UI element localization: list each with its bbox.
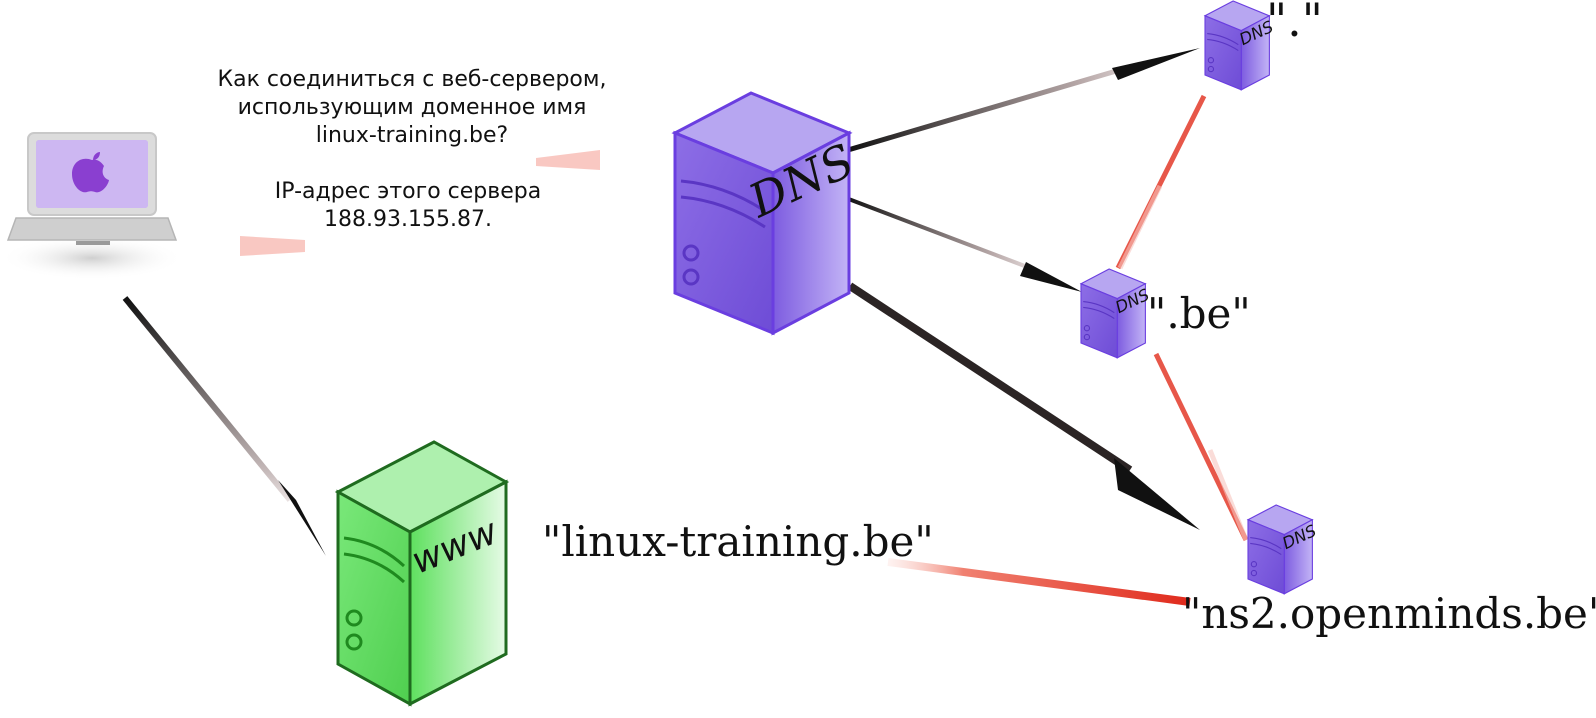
be-zone-label: ".be" xyxy=(1147,289,1251,338)
arrow-dns-to-ns2 xyxy=(847,282,1200,530)
query-line-1: Как соединиться с веб-сервером, xyxy=(218,67,607,92)
arrow-dns-to-root xyxy=(847,48,1200,153)
query-line-3: linux-training.be? xyxy=(316,123,508,148)
query-line-2: использующим доменное имя xyxy=(238,95,587,120)
root-zone-label: "." xyxy=(1266,0,1323,47)
client-laptop-icon xyxy=(0,132,184,280)
reply-line-1: IP-адрес этого сервера xyxy=(275,179,541,204)
reply-arrow xyxy=(178,236,662,256)
dns-server-main-icon: DNS xyxy=(673,91,862,335)
domain-label: "linux-training.be" xyxy=(542,517,934,566)
arrow-dns-to-be xyxy=(845,196,1082,292)
dns-server-ns2-icon: DNS xyxy=(1247,504,1319,595)
ns2-server-label: "ns2.openminds.be" xyxy=(1182,589,1596,638)
dns-server-root-icon: DNS xyxy=(1204,0,1276,91)
query-arrow xyxy=(176,150,666,170)
reply-line-2: 188.93.155.87. xyxy=(324,207,492,232)
link-domain-ns2 xyxy=(887,558,1191,606)
dns-server-be-icon: DNS xyxy=(1080,268,1152,359)
arrow-laptop-to-www xyxy=(122,296,326,556)
web-server-icon: www xyxy=(334,440,510,707)
